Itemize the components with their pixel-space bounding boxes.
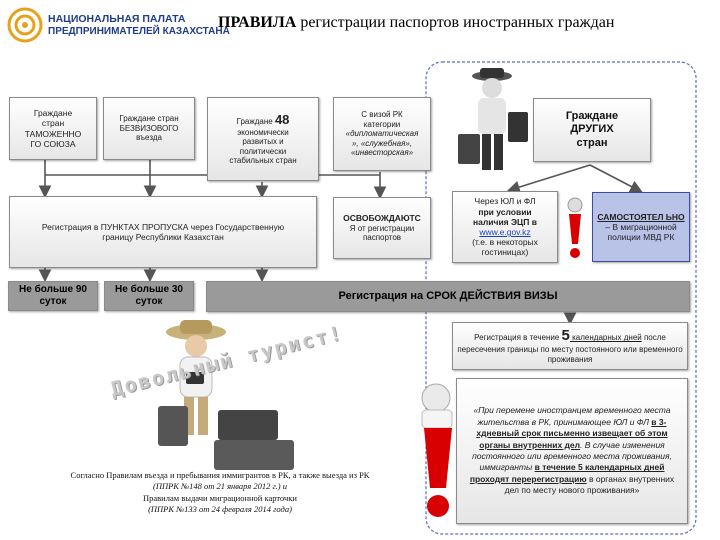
customs-line-1: Граждане: [33, 108, 73, 119]
chamber-logo-icon: [7, 7, 43, 43]
legal-footnote: Согласно Правилам въезда и пребывания им…: [20, 470, 420, 516]
category-customs-union: Граждане стран ТАМОЖЕННО ГО СОЮЗА: [9, 97, 97, 160]
egov-link[interactable]: www.e.gov.kz: [479, 227, 531, 237]
logo-line-2: ПРЕДПРИНИМАТЕЛЕЙ КАЗАХСТАНА: [48, 26, 230, 37]
logo: НАЦИОНАЛЬНАЯ ПАЛАТА ПРЕДПРИНИМАТЕЛЕЙ КАЗ…: [6, 6, 230, 46]
dipl-line-1: С визой РК: [361, 110, 403, 120]
limit-30-days: Не больше 30 суток: [104, 281, 194, 311]
self-text: САМОСТОЯТЕЛ ЬНО – В миграционной полиции…: [596, 212, 686, 243]
five-days-number: 5: [561, 327, 570, 345]
visafree-line-1: Граждане стран: [119, 114, 179, 124]
c48-title: Граждане 48: [237, 112, 290, 128]
exempt-box: ОСВОБОЖДАЮТС Я от регистрации паспортов: [333, 197, 431, 259]
five-days-info: Регистрация в течение 5 календарных дней…: [452, 322, 688, 370]
yul-bold-1: при условии: [478, 206, 532, 217]
category-visa-diplomatic: С визой РК категории «дипломатическая »,…: [333, 97, 431, 171]
self-rest: – В миграционной полиции МВД РК: [605, 221, 677, 243]
footnote-line-2: (ППРК №148 от 21 января 2012 г.) и: [152, 481, 288, 492]
visafree-line-2: БЕЗВИЗОВОГО: [119, 123, 179, 133]
yul-after: (т.е. в некоторых гостиницах): [472, 237, 538, 258]
c48-line-3: политически: [239, 146, 287, 156]
c48-line-1: экономически: [237, 127, 289, 137]
tourist-illustration-icon: [158, 320, 294, 470]
c48-number: 48: [274, 112, 290, 128]
footnote-line-4: (ППРК №133 от 24 февраля 2014 года): [148, 504, 292, 515]
dipl-line-3: «дипломатическая: [345, 129, 419, 139]
footnote-line-1: Согласно Правилам въезда и пребывания им…: [70, 470, 370, 480]
yul-line-1: Через ЮЛ и ФЛ: [474, 196, 536, 207]
five-days-pre: Регистрация в течение: [474, 333, 562, 343]
c48-prefix: Граждане: [236, 117, 275, 127]
limit-90-text: Не больше 90 суток: [19, 284, 87, 307]
dipl-line-5: «инвесторская»: [350, 148, 414, 158]
other-line-1: Граждане: [565, 110, 619, 123]
change-part-2: . В случае изменения постоянного или вре…: [472, 439, 672, 473]
page-title-bold: ПРАВИЛА: [218, 14, 297, 31]
limit-90-days: Не больше 90 суток: [8, 281, 98, 311]
change-underlined-2: в течение 5 календарных дней проходят пе…: [469, 462, 665, 484]
dipl-line-2: категории: [363, 119, 401, 129]
five-days-text: Регистрация в течение 5 календарных дней…: [456, 327, 684, 364]
checkpoint-text: Регистрация в ПУНКТАХ ПРОПУСКА через Гос…: [41, 221, 285, 242]
five-days-underlined: календарных дней: [569, 333, 642, 343]
category-other-countries: Граждане ДРУГИХ стран: [533, 98, 651, 162]
c48-line-2: развитых и: [242, 137, 284, 147]
five-days-rest: после пересечения границы по месту посто…: [457, 333, 683, 364]
exempt-text: Я от регистрации паспортов: [349, 223, 415, 243]
change-part-1: «При перемене иностранцем временного мес…: [473, 405, 671, 427]
customs-line-2: стран: [41, 118, 65, 129]
self-registration: САМОСТОЯТЕЛ ЬНО – В миграционной полиции…: [592, 192, 690, 262]
big-exclamation-icon: [421, 383, 453, 517]
visa-term-text: Регистрация на СРОК ДЕЙСТВИЯ ВИЗЫ: [338, 289, 558, 302]
other-line-2: ДРУГИХ: [570, 123, 614, 136]
customs-line-3: ТАМОЖЕННО: [24, 128, 82, 139]
limit-30-text: Не больше 30 суток: [115, 284, 183, 307]
registration-via-entity: Через ЮЛ и ФЛ при условии наличия ЭЦП в …: [452, 191, 558, 263]
customs-line-4: ГО СОЮЗА: [30, 138, 76, 149]
exempt-title: ОСВОБОЖДАЮТС: [343, 213, 421, 224]
c48-line-4: стабильных стран: [229, 156, 297, 166]
traveler-figure-icon: [458, 68, 528, 170]
page-title-rest: регистрации паспортов иностранных гражда…: [296, 14, 615, 31]
residence-change-text: «При перемене иностранцем временного мес…: [463, 405, 681, 497]
other-line-3: стран: [576, 136, 608, 149]
checkpoint-registration: Регистрация в ПУНКТАХ ПРОПУСКА через Гос…: [9, 196, 317, 268]
yul-bold-2: наличия ЭЦП в: [473, 216, 537, 227]
page-title: ПРАВИЛА регистрации паспортов иностранны…: [218, 14, 718, 32]
footnote-line-3: Правилам выдачи миграционной карточки: [143, 492, 297, 503]
visafree-line-3: въезда: [136, 133, 162, 143]
logo-line-1: НАЦИОНАЛЬНАЯ ПАЛАТА: [48, 13, 186, 25]
exclamation-icon: [567, 197, 583, 258]
visa-term-registration: Регистрация на СРОК ДЕЙСТВИЯ ВИЗЫ: [206, 281, 690, 312]
change-part-3: в органах внутренних дел по месту нового…: [504, 473, 675, 496]
dipl-line-4: », «служебная»,: [351, 138, 413, 148]
self-bold: САМОСТОЯТЕЛ ЬНО: [597, 211, 685, 222]
category-48-countries: Граждане 48 экономически развитых и поли…: [207, 97, 319, 181]
category-visa-free: Граждане стран БЕЗВИЗОВОГО въезда: [103, 97, 195, 160]
residence-change-info: «При перемене иностранцем временного мес…: [456, 378, 688, 524]
change-underlined-1: в 3-хдневный срок письменно извещает об …: [476, 416, 668, 450]
